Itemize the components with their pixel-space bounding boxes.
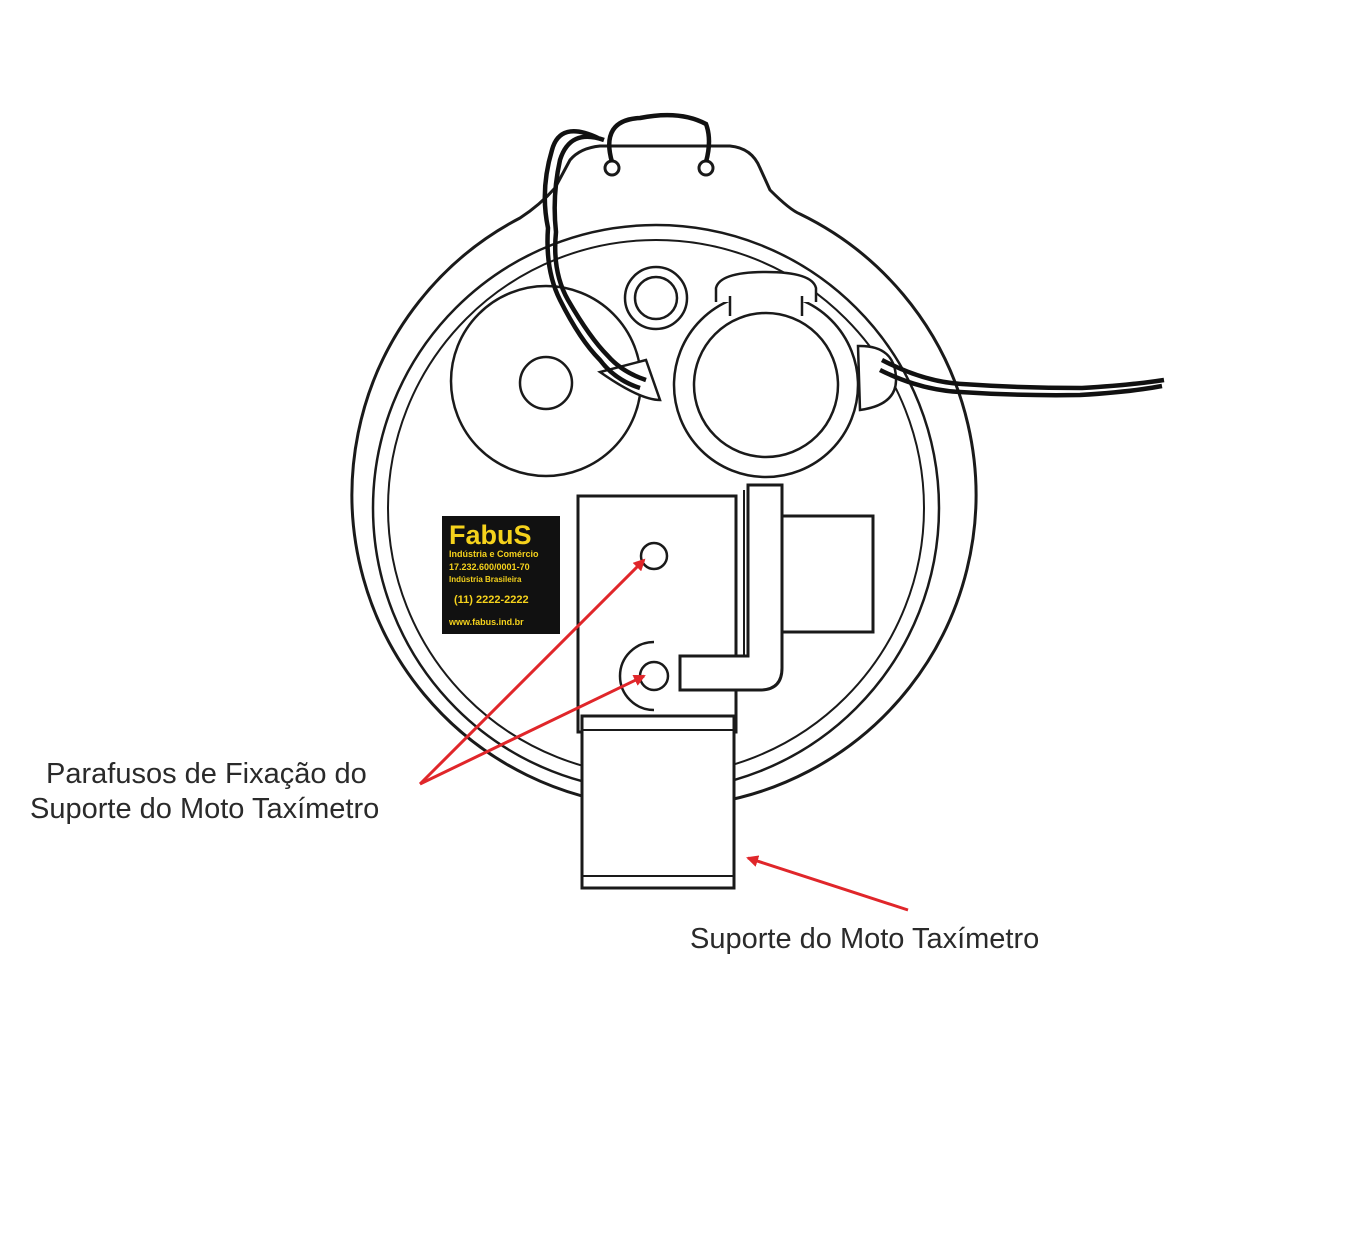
connector-plug [597,270,898,479]
screws-label-line1: Parafusos de Fixação do [46,758,367,790]
upper-screw [639,541,669,571]
bracket-arrow [746,855,909,912]
svg-text:Indústria Brasileira: Indústria Brasileira [449,575,522,584]
arrow-to-lower-screw [419,674,646,786]
motor-bracket [576,483,875,890]
svg-text:17.232.600/0001-70: 17.232.600/0001-70 [449,562,530,572]
svg-text:FabuS: FabuS [449,520,532,550]
svg-text:(11) 2222-2222: (11) 2222-2222 [454,594,529,606]
lower-screw [638,660,670,692]
chain [542,112,1165,398]
svg-text:Indústria e Comércio: Indústria e Comércio [449,549,539,559]
bracket-label: Suporte do Moto Taxímetro [690,923,1039,955]
screws-label-line2: Suporte do Moto Taxímetro [30,793,379,825]
fabus-logo: FabuS Indústria e Comércio 17.232.600/00… [442,516,560,634]
arrow-to-upper-screw [418,558,646,786]
screw-arrows [418,558,646,786]
svg-text:www.fabus.ind.br: www.fabus.ind.br [448,617,524,627]
